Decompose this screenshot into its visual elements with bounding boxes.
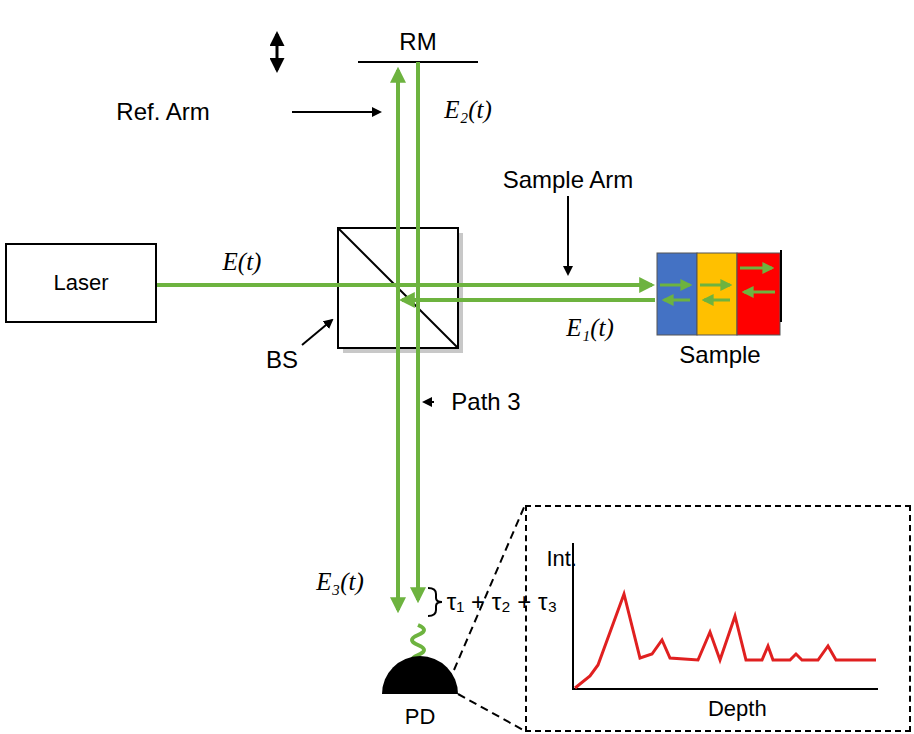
photodiode: PD [376,648,464,732]
label-text: BS [266,347,298,373]
node-text: PD [405,705,436,729]
mirror-motion-arrow [276,34,279,70]
sample-layer [657,253,697,335]
delay-brace [428,588,442,616]
label-text: τ₁ + τ₂ + τ₃ [447,589,557,615]
label-text: Path 3 [451,389,520,415]
leader-arrow [424,401,434,403]
laser-beams [157,62,655,665]
node-text: Depth [708,697,767,721]
inset-box: Int. Depth [525,505,911,732]
node-text: Int. [546,547,577,571]
node-text: Laser [53,271,108,295]
label-text: Sample Arm [503,167,634,193]
label-text: RM [399,29,436,55]
depth-profile-chart [572,543,878,690]
label-text: E₃(t) [316,568,364,596]
sample-layer [697,253,737,335]
leader-arrow [292,111,380,113]
label-text: E₂(t) [444,96,492,124]
photodiode-dome [376,648,464,698]
label-text: Sample [679,342,760,368]
leader-arrow [302,320,332,345]
label-text: Ref. Arm [116,99,209,125]
label-text: E(t) [223,248,262,276]
sample-reflections [660,268,775,300]
zoom-connector [454,505,525,731]
leader-arrow [567,196,569,274]
laser-box: Laser [5,243,157,323]
label-text: E₁(t) [566,314,614,342]
sample-backplate [780,250,782,322]
sample-layer [737,253,780,335]
